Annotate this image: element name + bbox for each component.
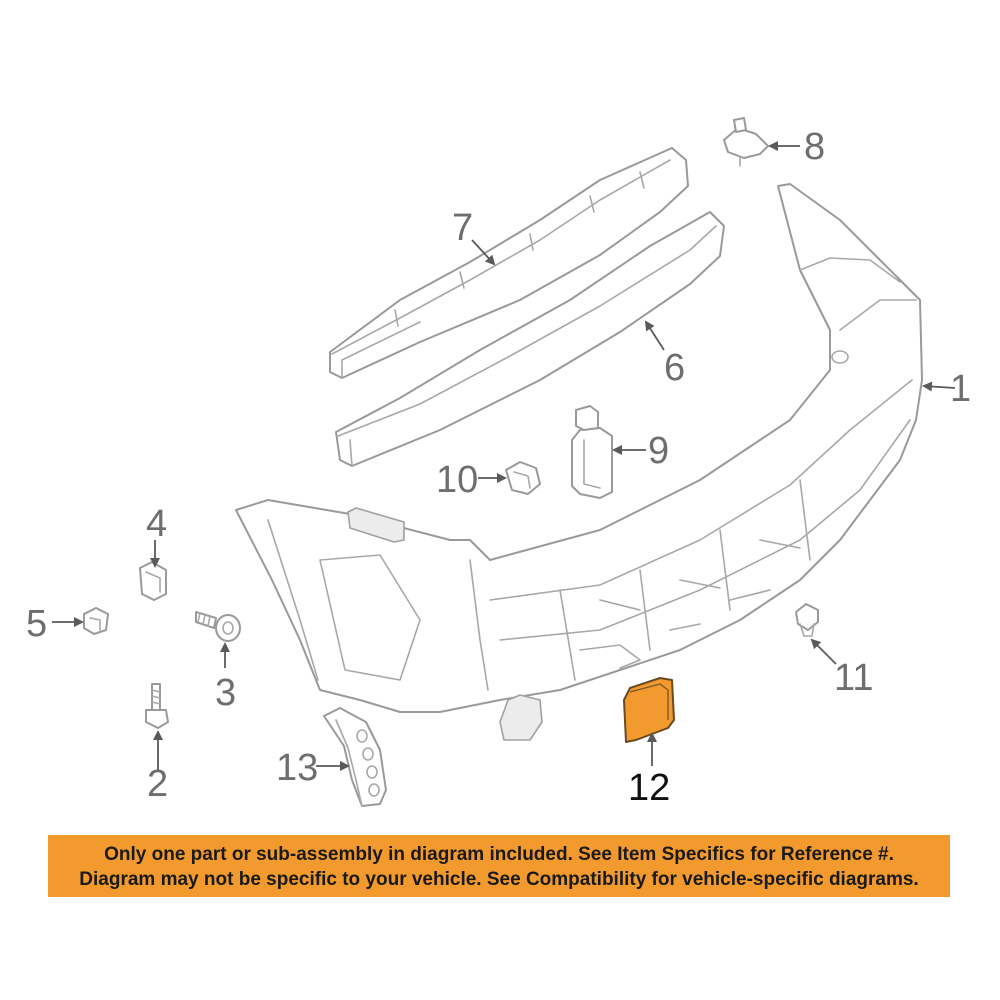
retainer-part-4 (139, 561, 167, 601)
callout-2: 2 (147, 763, 168, 805)
callout-labels: 1 2 3 4 5 6 7 8 9 10 11 12 13 (26, 126, 971, 809)
callout-1: 1 (950, 368, 971, 410)
callout-7: 7 (452, 207, 473, 249)
bolt-part-2 (145, 683, 169, 729)
leader-lines (52, 141, 956, 771)
side-bracket-part-13 (323, 707, 387, 807)
bracket-part (571, 405, 613, 499)
callout-5: 5 (26, 603, 47, 645)
clip-part-10 (505, 461, 541, 495)
callout-12: 12 (628, 767, 670, 809)
callout-9: 9 (648, 430, 669, 472)
push-clip-part-11 (795, 603, 819, 637)
clip-part-8 (723, 117, 769, 167)
disclaimer-banner: Only one part or sub-assembly in diagram… (48, 835, 950, 897)
energy-absorber-part (329, 147, 689, 379)
disclaimer-line-2: Diagram may not be specific to your vehi… (79, 869, 919, 890)
callout-10: 10 (436, 459, 478, 501)
screw-part-3 (195, 611, 241, 642)
reinforcement-beam-part (335, 211, 725, 467)
callout-13: 13 (276, 747, 318, 789)
disclaimer-line-1: Only one part or sub-assembly in diagram… (104, 844, 894, 865)
callout-4: 4 (146, 503, 167, 545)
callout-11: 11 (834, 657, 873, 699)
nut-part-5 (83, 607, 109, 635)
callout-6: 6 (664, 347, 685, 389)
highlighted-cover-part-12 (623, 677, 675, 743)
bumper-cover-part (235, 183, 923, 741)
callout-8: 8 (804, 126, 825, 168)
highlighted-part-fill (623, 677, 675, 743)
callout-3: 3 (215, 672, 236, 714)
